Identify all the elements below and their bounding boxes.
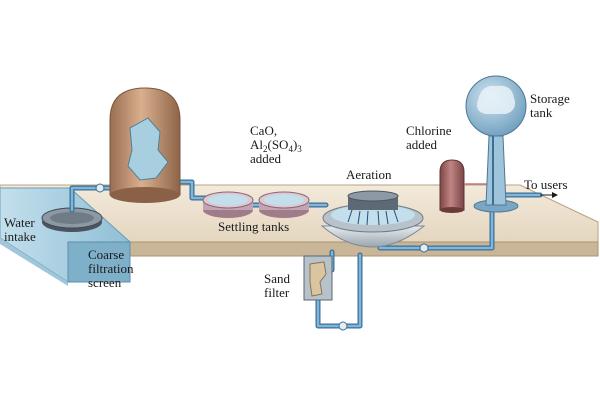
valve [419,243,429,253]
storage-tank [465,75,527,213]
arrow-to-users [540,192,558,198]
label-chemicals-added-word: added [250,151,282,166]
chlorine-tank [439,159,490,213]
label-sand-filter: Sand filter [264,272,290,300]
water-intake-channel [0,187,131,286]
valves [95,183,429,331]
label-water-intake-line2: intake [4,229,36,244]
label-to-users: To users [524,177,568,192]
label-storage-line2: tank [530,105,553,120]
label-storage-line1: Storage [530,91,570,106]
label-sand-line1: Sand [264,271,290,286]
label-chlorine-line1: Chlorine [406,123,452,138]
label-storage-tank: Storage tank [530,92,570,120]
label-cao: CaO, [250,123,278,138]
label-settling-tanks: Settling tanks [218,219,290,234]
label-chlorine-added: Chlorine added [406,124,452,152]
mixing-tank [109,87,181,203]
label-coarse-line1: Coarse [88,247,125,262]
settling-tank-1 [202,191,254,218]
aeration-basin [320,190,426,248]
label-aeration: Aeration [346,167,392,182]
label-chlorine-line2: added [406,137,438,152]
coarse-filtration-screen [41,207,103,232]
label-al2so43: Al2(SO4)3 [250,137,302,154]
label-coarse-line2: filtration [88,261,134,276]
label-chemicals-added: CaO, Al2(SO4)3 added [250,124,302,166]
settling-tank-2 [258,191,310,218]
label-coarse-filtration-screen: Coarse filtration screen [88,248,134,290]
label-coarse-line3: screen [88,275,122,290]
valve [338,321,348,331]
label-water-intake: Water intake [4,216,36,244]
label-sand-line2: filter [264,285,290,300]
label-water-intake-line1: Water [4,215,35,230]
sand-filter [303,255,333,301]
valve [95,183,105,193]
